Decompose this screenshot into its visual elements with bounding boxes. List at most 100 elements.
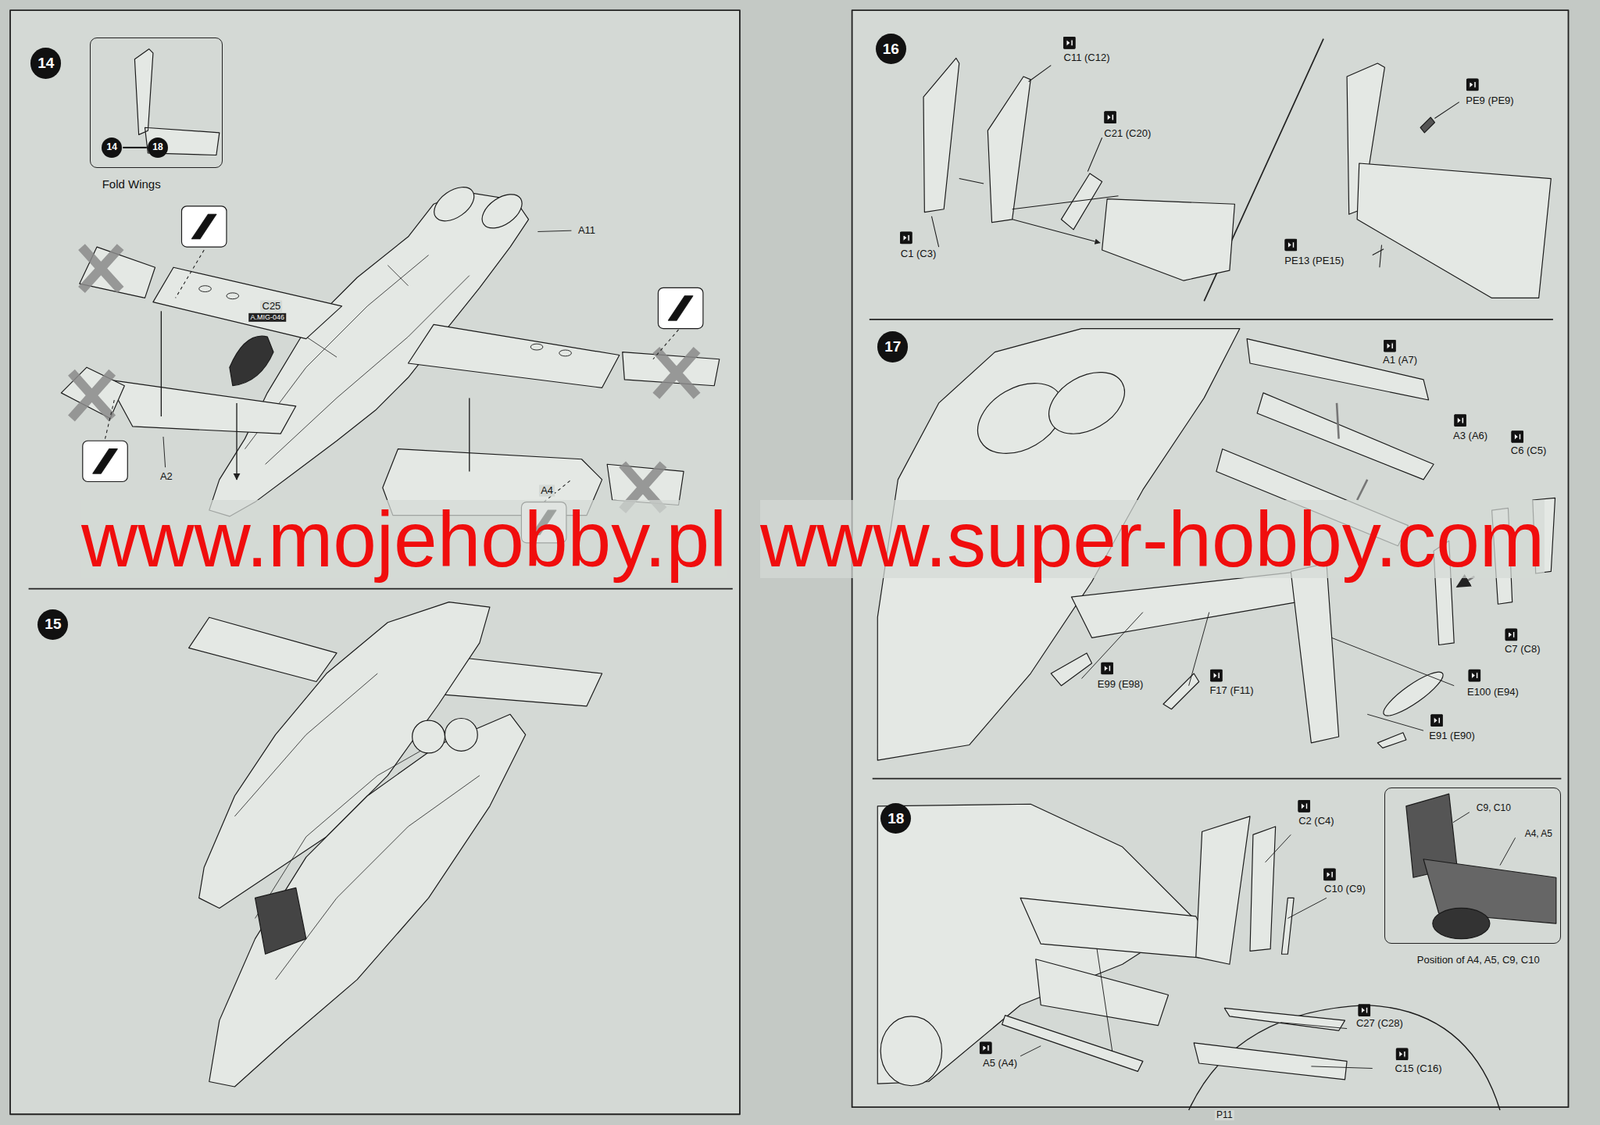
folded-wingtip	[1290, 563, 1339, 743]
part-label: A11	[576, 225, 597, 237]
page-number: P11	[1214, 1110, 1234, 1122]
step-number-text: 18	[887, 810, 904, 828]
folded-wing-sketch	[134, 49, 219, 156]
part-label: C25	[260, 300, 283, 312]
leader-line	[1020, 834, 1373, 1068]
step-number: 18	[880, 803, 911, 834]
part-icon	[1210, 669, 1223, 683]
cross-mark	[71, 246, 697, 511]
engine-nozzle	[475, 187, 529, 236]
wing-part	[987, 76, 1031, 223]
inset-caption: Position of A4, A5, C9, C10	[1415, 953, 1542, 966]
hinge-part	[1060, 173, 1102, 230]
part-icon	[1297, 800, 1311, 813]
wing-part	[923, 57, 960, 212]
wing	[1071, 571, 1327, 638]
step-number-text: 15	[44, 615, 61, 633]
part-label: A2	[158, 470, 175, 483]
part-label: A4, A5	[1523, 828, 1554, 840]
leader-line	[163, 230, 572, 468]
flap	[1035, 959, 1169, 1026]
part-icon	[1453, 414, 1467, 427]
left-page	[10, 10, 740, 1115]
inset-box: C9, C10A4, A5Position of A4, A5, C9, C10	[1384, 787, 1561, 944]
part-icon	[900, 231, 913, 244]
part-label: PE9 (PE9)	[1464, 95, 1515, 108]
step-number: 14	[30, 47, 61, 79]
part-label: C27 (C28)	[1354, 1017, 1405, 1030]
assembly-arrow	[160, 310, 469, 480]
step-number-text: 16	[882, 40, 900, 58]
flap	[1257, 392, 1434, 480]
leader-line	[1081, 612, 1454, 732]
step-number-text: 18	[152, 142, 163, 154]
assembly-arrow	[959, 178, 1119, 243]
leader-line	[1372, 249, 1384, 256]
wing	[407, 324, 619, 388]
part-label: PE13 (PE15)	[1282, 255, 1346, 268]
wheel	[444, 718, 478, 752]
inset-nozzle	[1432, 907, 1490, 939]
part-label: C21 (C20)	[1102, 128, 1153, 140]
leader-line	[1453, 812, 1516, 866]
part-label: A3 (A6)	[1451, 429, 1490, 442]
inset-caption: Fold Wings	[100, 177, 163, 191]
step-number: 15	[37, 609, 68, 640]
engine-nozzle	[428, 180, 481, 229]
lower-fuselage	[209, 714, 526, 1087]
part-label: A5 (A4)	[981, 1057, 1019, 1070]
engine-bay	[1038, 359, 1136, 447]
part-label: C2 (C4)	[1296, 815, 1336, 828]
part-icon	[1063, 36, 1076, 50]
part-label: C10 (C9)	[1322, 882, 1368, 895]
part-icon	[1103, 110, 1117, 124]
part-icon	[1468, 669, 1482, 683]
part-label: C7 (C8)	[1503, 642, 1543, 655]
wing-root	[1357, 163, 1551, 298]
decal-label: A.MIG-046	[248, 313, 286, 322]
wheel	[412, 720, 446, 754]
part-icon	[1430, 714, 1443, 727]
pylon	[1050, 653, 1407, 748]
cockpit	[255, 887, 307, 954]
part-label: E99 (E98)	[1096, 678, 1146, 691]
part-label: F17 (F11)	[1207, 685, 1255, 697]
rod-part	[1281, 897, 1294, 954]
part-icon	[979, 1042, 993, 1055]
detail-arc	[1189, 1005, 1500, 1111]
etched-part	[1420, 117, 1435, 133]
wing-root	[1102, 199, 1236, 281]
slat-part	[1193, 1007, 1347, 1079]
step-number-text: 17	[884, 338, 901, 356]
part-icon	[1284, 239, 1297, 252]
part-label: C9, C10	[1475, 803, 1513, 815]
part-icon	[1100, 662, 1114, 675]
wing	[189, 617, 337, 682]
part-label: C1 (C3)	[899, 248, 939, 261]
dark-part	[229, 335, 274, 386]
part-icon	[1357, 1003, 1371, 1017]
part-label: A4	[539, 485, 555, 497]
part-label: C15 (C16)	[1393, 1062, 1444, 1075]
part-icon	[1383, 339, 1397, 353]
dashed-leader	[105, 250, 679, 503]
step-number-text: 14	[37, 54, 54, 72]
wing-part	[1250, 826, 1276, 951]
part-icon	[1323, 868, 1336, 882]
part-icon	[1396, 1047, 1409, 1061]
inset-box: Fold Wings1418	[89, 37, 223, 168]
step-number-text: 14	[106, 142, 117, 154]
part-icon	[1505, 628, 1518, 642]
panel-lines	[234, 673, 479, 980]
step-number: 14	[101, 137, 122, 158]
watermark: www.mojehobby.pl	[81, 500, 727, 579]
wing	[1020, 897, 1217, 959]
step-separator	[28, 39, 1562, 779]
step-number: 17	[877, 331, 908, 362]
watermark: www.super-hobby.com	[760, 500, 1545, 579]
connector	[122, 146, 147, 149]
wing-panel	[107, 379, 297, 434]
wing	[153, 267, 343, 339]
step-number: 18	[147, 137, 168, 158]
step-number: 16	[875, 33, 907, 65]
